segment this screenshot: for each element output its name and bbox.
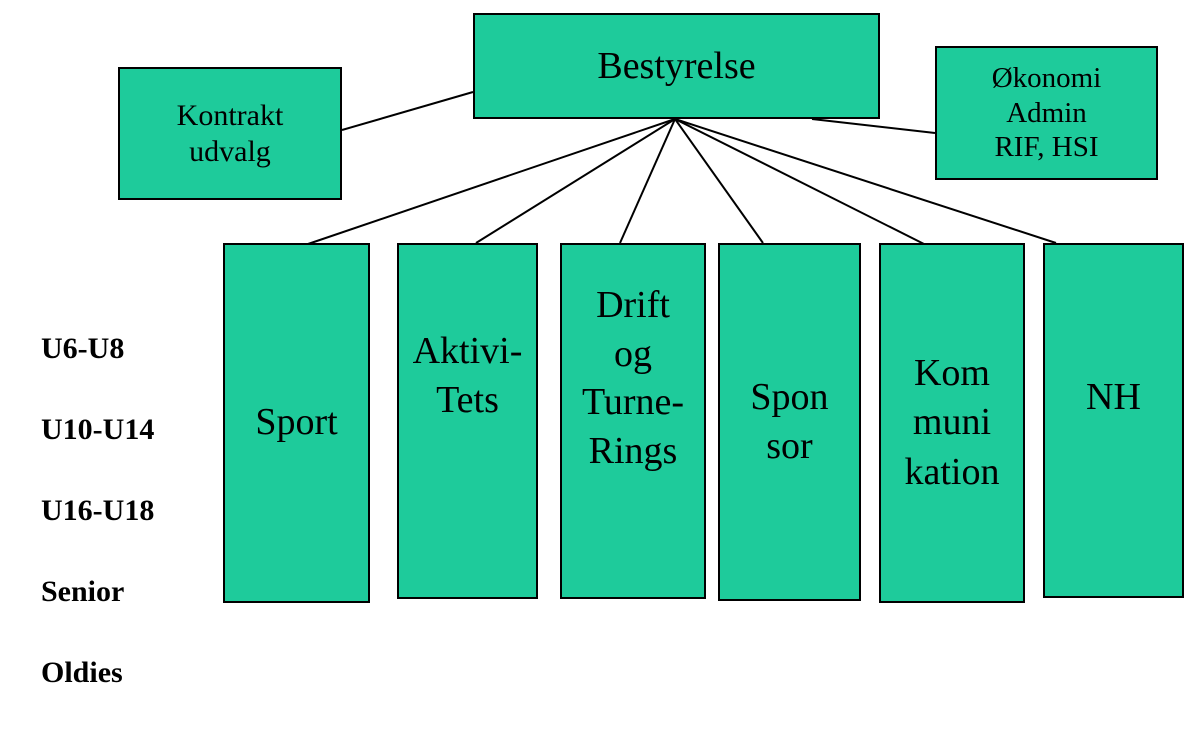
connector-root-aktivitets — [475, 118, 676, 244]
node-sponsor: Spon sor — [718, 243, 861, 601]
connector-root-kommunikation — [674, 118, 925, 245]
node-label: Bestyrelse — [597, 45, 756, 87]
node-sport: Sport — [223, 243, 370, 603]
node-label: Økonomi Admin RIF, HSI — [991, 61, 1102, 164]
node-label: NH — [1086, 376, 1141, 418]
node-label: Kontrakt udvalg — [176, 98, 284, 168]
connector-root-nh — [674, 118, 1057, 244]
age-group-item: Senior — [41, 574, 125, 608]
node-aktivitets: Aktivi- Tets — [397, 243, 538, 599]
connector-root-sponsor — [674, 118, 764, 244]
node-bestyrelse: Bestyrelse — [473, 13, 880, 119]
connector-lines — [307, 91, 1057, 245]
node-label: Kom muni kation — [904, 351, 1000, 493]
age-group-item: U10-U14 — [41, 412, 155, 446]
node-kommunikation: Kom muni kation — [879, 243, 1025, 603]
node-kontrakt-udvalg: Kontrakt udvalg — [118, 67, 342, 200]
node-okonomi-admin: Økonomi Admin RIF, HSI — [935, 46, 1158, 180]
node-drift-og-turnerings: Drift og Turne- Rings — [560, 243, 706, 599]
connector-root-left-box — [341, 91, 474, 131]
node-label: Drift og Turne- Rings — [581, 284, 685, 472]
node-label: Spon sor — [750, 375, 829, 467]
age-group-item: Oldies — [41, 655, 123, 689]
age-group-list: U6-U8 U10-U14 U16-U18 Senior Oldies — [41, 288, 154, 734]
age-group-item: U6-U8 — [41, 331, 125, 365]
age-group-item: U16-U18 — [41, 493, 155, 527]
connector-root-drift — [619, 118, 676, 244]
node-label: Sport — [255, 401, 338, 444]
connector-root-sport — [307, 118, 676, 245]
node-nh: NH — [1043, 243, 1184, 598]
connector-root-right-box — [811, 118, 936, 134]
node-label: Aktivi- Tets — [412, 330, 523, 422]
